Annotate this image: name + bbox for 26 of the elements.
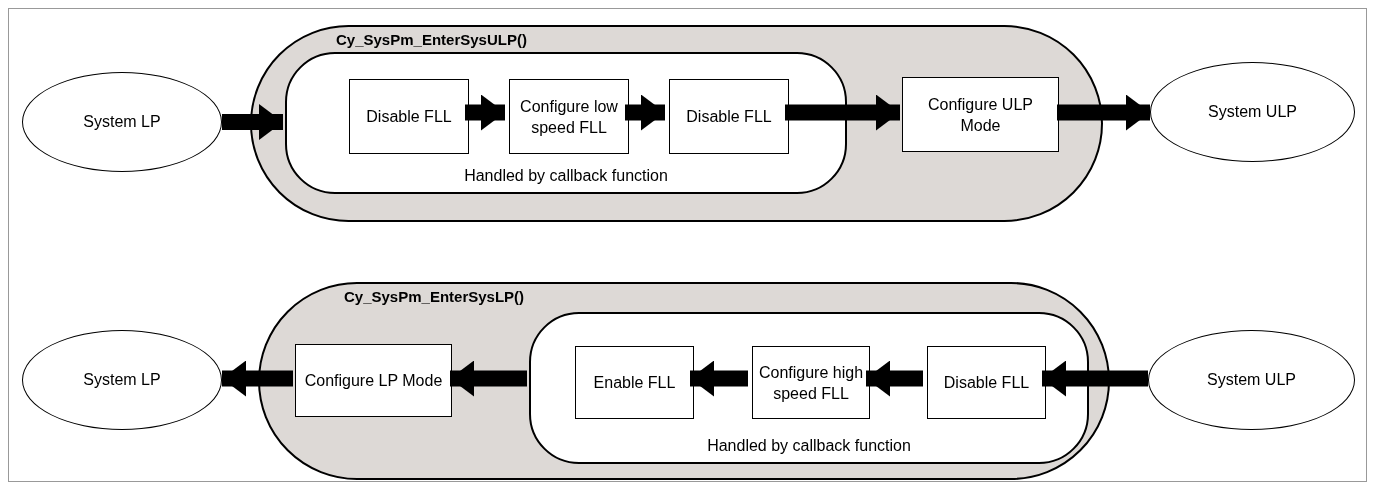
function-title: Cy_SysPm_EnterSysULP() — [336, 30, 527, 50]
state-ellipse: System LP — [22, 330, 222, 430]
process-box: Configure ULP Mode — [902, 77, 1059, 152]
block-arrow — [222, 360, 293, 397]
process-box: Disable FLL — [927, 346, 1046, 419]
block-arrow — [785, 94, 900, 131]
process-box: Disable FLL — [669, 79, 789, 154]
process-box: Configure low speed FLL — [509, 79, 629, 154]
state-ellipse: System ULP — [1148, 330, 1355, 430]
state-ellipse: System LP — [22, 72, 222, 172]
function-title: Cy_SysPm_EnterSysLP() — [344, 287, 525, 307]
state-ellipse: System ULP — [1150, 62, 1355, 162]
process-box: Configure LP Mode — [295, 344, 452, 417]
block-arrow — [690, 360, 748, 397]
block-arrow — [866, 360, 923, 397]
callback-group — [529, 312, 1089, 464]
callback-group — [285, 52, 847, 194]
block-arrow — [625, 94, 665, 131]
process-box: Disable FLL — [349, 79, 469, 154]
group-caption: Handled by callback function — [463, 166, 669, 186]
block-arrow — [465, 94, 505, 131]
block-arrow — [450, 360, 527, 397]
block-arrow — [1057, 94, 1150, 131]
process-box: Enable FLL — [575, 346, 694, 419]
group-caption: Handled by callback function — [706, 436, 912, 456]
process-box: Configure high speed FLL — [752, 346, 870, 419]
